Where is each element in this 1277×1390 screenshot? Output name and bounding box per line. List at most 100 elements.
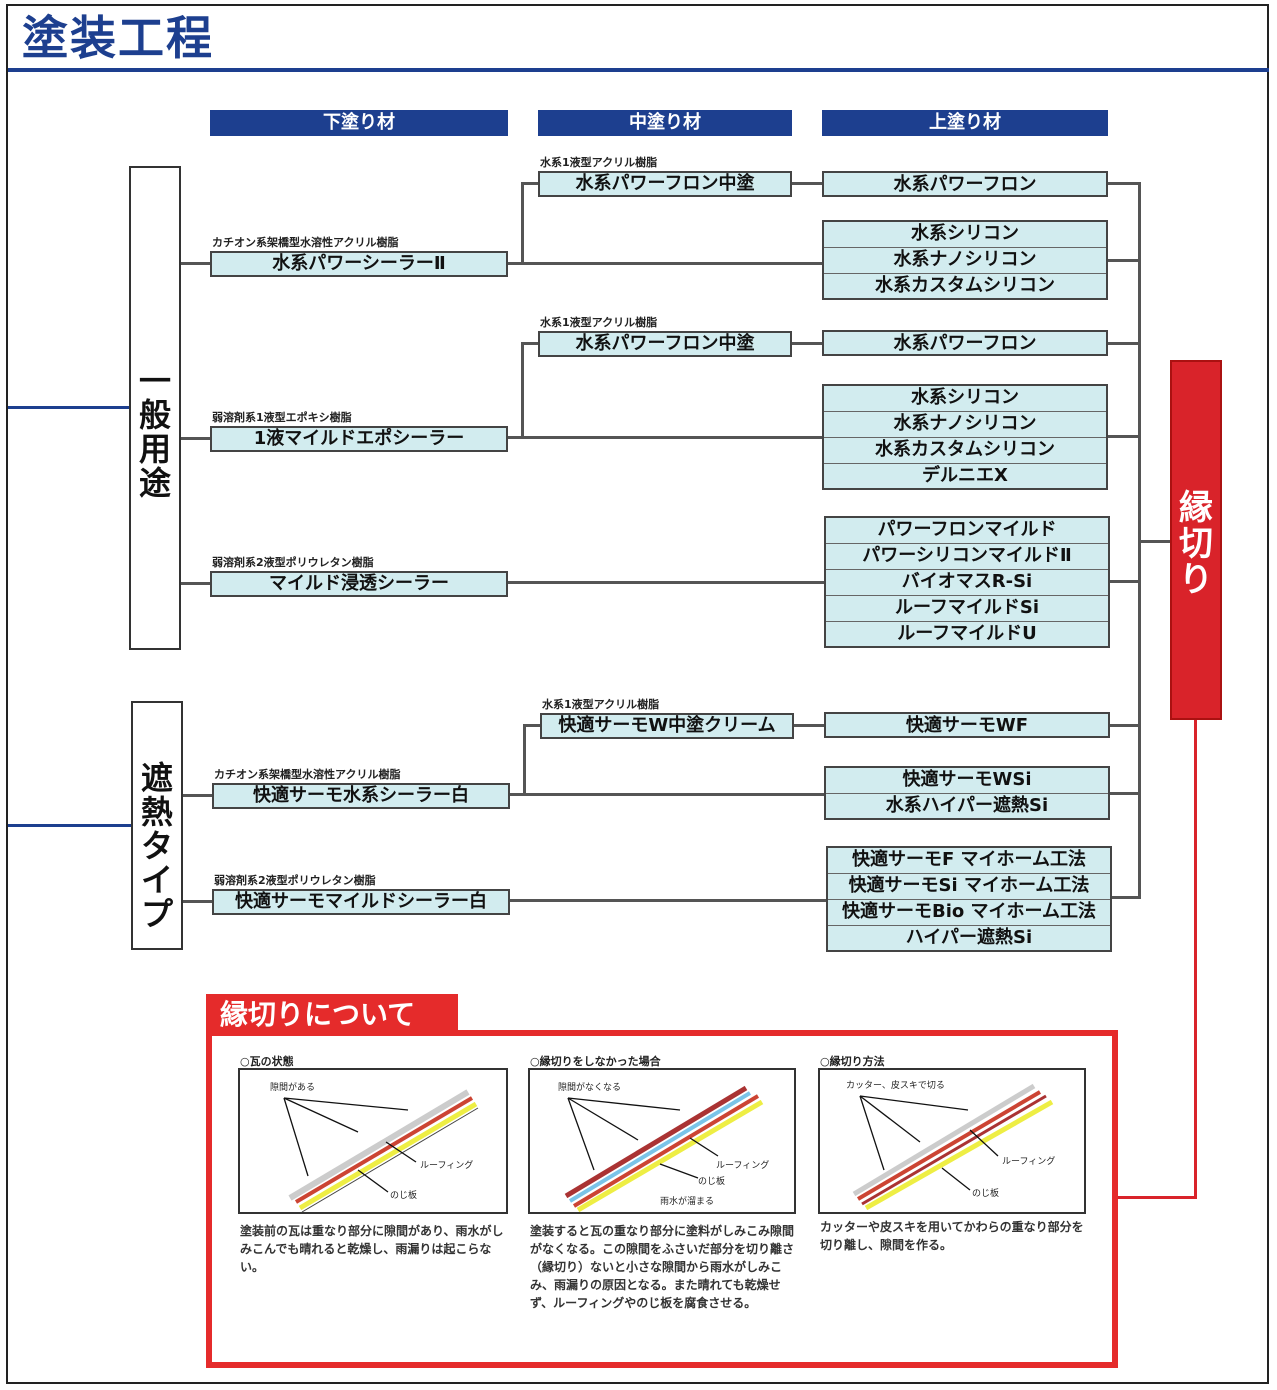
top-coat-item: パワーシリコンマイルドⅡ [826,544,1108,570]
annotation: カッター、皮スキで切る [846,1081,945,1091]
annotation: のじ板 [698,1177,726,1187]
connector [792,182,824,185]
connector [521,343,524,438]
connector [1110,724,1141,727]
page-frame [6,4,1269,1384]
connector [508,581,824,584]
annotation: ルーフィング [420,1161,474,1171]
top-coat-item: 水系パワーフロン [893,174,1037,195]
connector [792,342,824,345]
under-coat-box: 1液マイルドエポシーラー [210,426,508,452]
top-coat-item: 快適サーモWF [905,715,1029,736]
connector [794,724,826,727]
top-coat-item: 快適サーモF マイホーム工法 [828,848,1110,874]
connector [1108,342,1141,345]
top-coat-item: 水系ハイパー遮熱Si [885,795,1049,816]
top-coat-item: 快適サーモWSi [826,768,1108,794]
connector [1108,259,1141,262]
top-coat-box: 水系パワーフロン [822,171,1108,197]
annotation: 隙間がなくなる [558,1083,622,1093]
header-middle: 中塗り材 [538,110,792,136]
annotation: のじ板 [390,1191,418,1201]
top-coat-item: デルニエX [922,465,1008,486]
roof-tile-diagram: カッター、皮スキで切る ルーフィング のじ板 [818,1068,1086,1214]
middle-coat-box: 水系パワーフロン中塗 [538,331,792,357]
connector [523,725,526,795]
panel-description: 塗装前の瓦は重なり部分に隙間があり、雨水がしみこんでも晴れると乾燥し、雨漏りは起… [240,1224,504,1274]
middle-caption: 水系1液型アクリル樹脂 [542,698,660,711]
connector [508,436,824,439]
header-top: 上塗り材 [822,110,1108,136]
top-coat-item: 水系カスタムシリコン [824,438,1106,464]
connector [523,724,541,727]
annotation: ルーフィング [716,1161,770,1171]
top-coat-item: 快適サーモBio マイホーム工法 [828,900,1110,926]
top-coat-item: ルーフマイルドU [897,623,1037,644]
connector [181,262,211,265]
connector [521,182,539,185]
connector [510,899,826,902]
connector [1110,580,1141,583]
top-coat-item: 水系シリコン [824,386,1106,412]
middle-coat-box: 水系パワーフロン中塗 [538,171,792,197]
category-thermal: 遮熱タイプ [131,701,183,950]
top-coat-item: 水系カスタムシリコン [875,275,1055,296]
under-caption: 弱溶剤系2液型ポリウレタン樹脂 [214,874,376,887]
connector [1108,435,1141,438]
roof-tile-diagram: 隙間がある ルーフィング のじ板 [238,1068,508,1214]
under-coat-box: マイルド浸透シーラー [210,571,508,597]
header-under: 下塗り材 [210,110,508,136]
connector [181,437,211,440]
under-caption: カチオン系架橋型水溶性アクリル樹脂 [212,236,399,249]
red-connector [1194,720,1197,1198]
category-general: 一般用途 [129,166,181,650]
top-coat-item: 水系ナノシリコン [824,412,1106,438]
top-coat-box: 水系パワーフロン [822,330,1108,356]
connector [1138,540,1172,543]
top-coat-box: 快適サーモWSi 水系ハイパー遮熱Si [824,766,1110,820]
note-tab: 縁切りについて [206,994,458,1036]
connector [1110,792,1141,795]
under-coat-box: 快適サーモマイルドシーラー白 [212,889,510,915]
top-coat-item: 水系シリコン [824,222,1106,248]
top-coat-item: ルーフマイルドSi [826,596,1108,622]
middle-caption: 水系1液型アクリル樹脂 [540,156,658,169]
connector [521,342,539,345]
title-rule [8,68,1269,72]
roof-tile-diagram: 隙間がなくなる ルーフィング のじ板 雨水が溜まる [528,1068,796,1214]
top-coat-item: パワーフロンマイルド [826,518,1108,544]
edge-cutting-label: 縁切り [1179,488,1213,600]
connector [181,582,211,585]
panel-title: ○瓦の状態 [240,1055,294,1068]
panel-title: ○縁切り方法 [820,1055,885,1068]
top-coat-box: 水系シリコン 水系ナノシリコン 水系カスタムシリコン デルニエX [822,384,1108,490]
category-general-label: 一般用途 [138,362,171,502]
under-caption: 弱溶剤系1液型エポキシ樹脂 [212,411,352,424]
connector [508,262,824,265]
top-coat-item: バイオマスR-Si [826,570,1108,596]
under-coat-box: 水系パワーシーラーⅡ [210,251,508,277]
top-coat-box: パワーフロンマイルド パワーシリコンマイルドⅡ バイオマスR-Si ルーフマイル… [824,516,1110,648]
category-thermal-label: 遮熱タイプ [140,759,173,933]
under-caption: 弱溶剤系2液型ポリウレタン樹脂 [212,556,374,569]
connector [521,184,524,264]
top-coat-item: 快適サーモSi マイホーム工法 [828,874,1110,900]
under-coat-box: 快適サーモ水系シーラー白 [212,783,510,809]
lead-line-thermal [8,824,132,827]
panel-description: カッターや皮スキを用いてかわらの重なり部分を切り離し、隙間を作る。 [820,1220,1084,1252]
annotation: 隙間がある [270,1083,316,1093]
lead-line-general [8,406,130,409]
top-coat-item: 水系パワーフロン [893,333,1037,354]
panel-title: ○縁切りをしなかった場合 [530,1055,661,1068]
annotation: のじ板 [972,1189,1000,1199]
top-coat-item: ハイパー遮熱Si [905,927,1033,948]
red-connector [1118,1196,1197,1199]
connector [183,794,213,797]
top-coat-item: 水系ナノシリコン [824,248,1106,274]
panel-description: 塗装すると瓦の重なり部分に塗料がしみこみ隙間がなくなる。この隙間をふさいだ部分を… [530,1224,795,1310]
top-coat-box: 水系シリコン 水系ナノシリコン 水系カスタムシリコン [822,220,1108,300]
page-title: 塗装工程 [22,11,214,65]
under-caption: カチオン系架橋型水溶性アクリル樹脂 [214,768,401,781]
connector [510,793,826,796]
annotation: ルーフィング [1002,1157,1056,1167]
